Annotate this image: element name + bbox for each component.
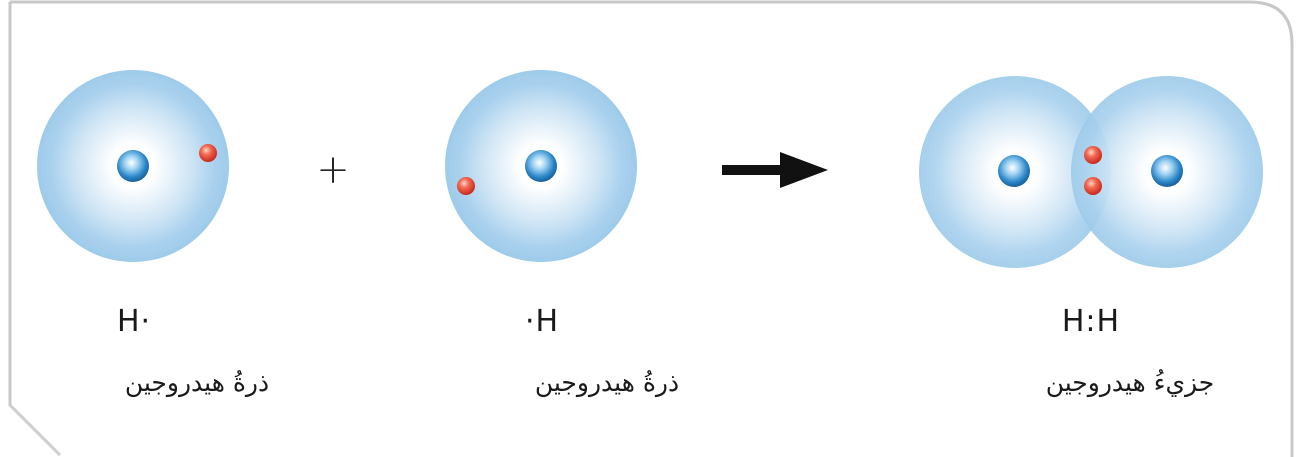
nucleus-left	[998, 155, 1030, 187]
nucleus	[525, 150, 557, 182]
middle-hydrogen-atom	[445, 70, 637, 262]
nucleus	[117, 150, 149, 182]
middle-atom-formula: ·H	[442, 305, 642, 339]
plus-sign: +	[313, 145, 353, 195]
left-hydrogen-atom	[37, 70, 229, 262]
electron	[457, 177, 475, 195]
shared-electron-bottom	[1084, 177, 1102, 195]
nucleus-right	[1151, 155, 1183, 187]
molecule-formula: H:H	[991, 305, 1191, 339]
electron	[199, 144, 217, 162]
left-atom-formula: H·	[34, 305, 234, 339]
molecule-caption: جزيءُ هيدروجين	[1010, 366, 1250, 400]
middle-atom-caption: ذرةُ هيدروجين	[487, 366, 727, 400]
shared-electron-top	[1084, 146, 1102, 164]
left-atom-caption: ذرةُ هيدروجين	[77, 366, 317, 400]
